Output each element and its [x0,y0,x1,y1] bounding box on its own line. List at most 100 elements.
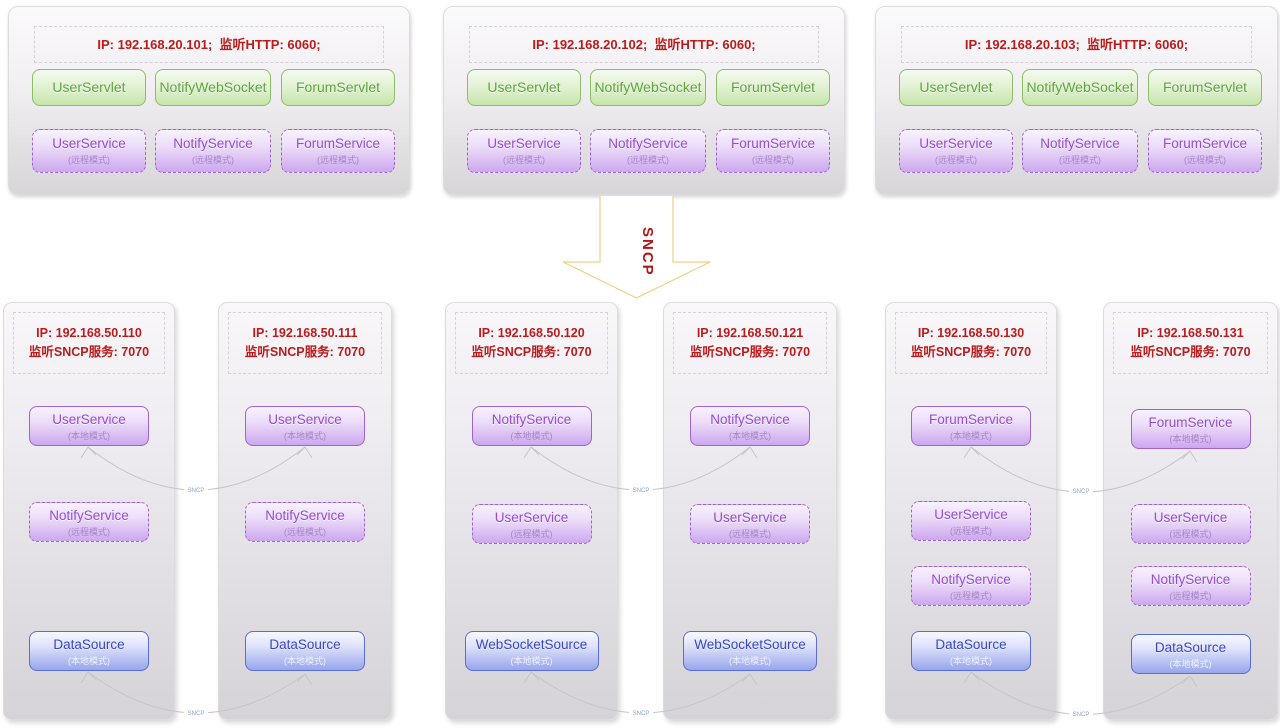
service-chip: ForumService (本地模式) [1130,409,1251,449]
service-chip: UserService (远程模式) [690,504,810,544]
service-name: ForumService [1148,415,1233,430]
service-mode: (远程模式) [950,526,992,536]
service-name: UserService [919,136,993,151]
sncp-node-box-131: IP: 192.168.50.131 监听SNCP服务: 7070 ForumS… [1103,302,1278,720]
ip-header: IP: 192.168.50.131 监听SNCP服务: 7070 [1113,312,1268,374]
service-chip: UserService (本地模式) [245,406,365,446]
service-mode: (远程模式) [729,529,771,539]
ip-header: IP: 192.168.50.121 监听SNCP服务: 7070 [673,312,827,374]
service-mode: (本地模式) [729,431,771,441]
service-mode: (远程模式) [68,155,110,165]
service-chip: NotifyService (远程模式) [29,502,149,542]
service-name: NotifyService [49,508,129,523]
servlet-chip: NotifyWebSocket [155,69,271,106]
connector-label: SNCP [633,711,650,717]
service-name: NotifyService [931,572,1011,587]
service-name: UserService [487,136,561,151]
servlet-chip: NotifyWebSocket [590,69,706,106]
service-mode: (本地模式) [284,431,326,441]
service-mode: (本地模式) [729,656,771,666]
service-mode: (远程模式) [1169,591,1212,601]
ip-line: IP: 192.168.50.131 [1137,326,1244,340]
service-mode: (远程模式) [503,155,545,165]
ip-header: IP: 192.168.20.103; 监听HTTP: 6060; [901,26,1252,63]
service-name: UserService [52,136,126,151]
http-server-box-101: IP: 192.168.20.101; 监听HTTP: 6060; UserSe… [8,6,410,195]
ip-header: IP: 192.168.50.120 监听SNCP服务: 7070 [455,312,608,374]
connector-label: SNCP [633,488,650,494]
service-mode: (远程模式) [1169,529,1212,539]
service-mode: (本地模式) [510,656,553,666]
service-chip: ForumService (远程模式) [281,129,395,173]
sncp-node-box-110: IP: 192.168.50.110 监听SNCP服务: 7070 UserSe… [3,302,175,720]
ip-header: IP: 192.168.50.110 监听SNCP服务: 7070 [13,312,165,374]
source-chip: DataSource (本地模式) [29,631,149,671]
http-server-box-102: IP: 192.168.20.102; 监听HTTP: 6060; UserSe… [443,6,845,195]
service-name: UserService [52,412,126,427]
service-mode: (远程模式) [627,155,669,165]
service-name: DataSource [269,637,341,652]
ip-header: IP: 192.168.50.130 监听SNCP服务: 7070 [895,312,1047,374]
sncp-node-box-120: IP: 192.168.50.120 监听SNCP服务: 7070 Notify… [445,302,618,720]
sncp-arrow-label: SNCP [639,227,656,277]
servlet-chip: UserServlet [899,69,1013,106]
service-name: WebSocketSource [694,637,806,652]
service-mode: (远程模式) [510,529,553,539]
service-name: NotifyService [710,412,790,427]
service-name: ForumService [1162,136,1248,151]
service-chip: NotifyService (远程模式) [155,129,271,173]
service-chip: NotifyService (远程模式) [911,566,1031,606]
ip-header: IP: 192.168.20.101; 监听HTTP: 6060; [34,26,384,63]
service-mode: (本地模式) [284,656,326,666]
service-name: NotifyService [491,412,572,427]
service-name: DataSource [935,637,1007,652]
port-line: 监听SNCP服务: 7070 [244,345,366,359]
service-name: UserService [268,412,342,427]
port-line: 监听SNCP服务: 7070 [910,345,1032,359]
service-name: DataSource [53,637,125,652]
source-chip: WebSocketSource (本地模式) [464,631,599,671]
service-chip: UserService (远程模式) [467,129,581,173]
service-chip: NotifyService (本地模式) [471,406,592,446]
source-chip: DataSource (本地模式) [911,631,1031,671]
service-name: UserService [1153,510,1228,525]
service-mode: (远程模式) [1184,155,1226,165]
ip-line: IP: 192.168.50.120 [478,326,585,340]
service-mode: (本地模式) [68,656,110,666]
service-name: WebSocketSource [475,637,588,652]
ip-header: IP: 192.168.50.111 监听SNCP服务: 7070 [228,312,382,374]
service-mode: (本地模式) [1169,659,1212,669]
sncp-node-box-130: IP: 192.168.50.130 监听SNCP服务: 7070 ForumS… [885,302,1057,720]
service-chip: UserService (远程模式) [1130,504,1251,544]
service-name: ForumService [295,136,381,151]
service-chip: UserService (远程模式) [471,504,592,544]
ip-line: IP: 192.168.50.110 [36,326,142,340]
service-chip: ForumService (远程模式) [1148,129,1262,173]
service-mode: (远程模式) [192,155,234,165]
service-chip: NotifyService (远程模式) [590,129,706,173]
servlet-chip: ForumServlet [281,69,395,106]
service-name: DataSource [1154,640,1227,655]
connector-label: SNCP [1073,489,1090,495]
port-line: 监听SNCP服务: 7070 [689,345,811,359]
service-chip: UserService (本地模式) [29,406,149,446]
service-chip: ForumService (远程模式) [716,129,830,173]
servlet-chip: ForumServlet [716,69,830,106]
servlet-chip: UserServlet [467,69,581,106]
sncp-node-box-121: IP: 192.168.50.121 监听SNCP服务: 7070 Notify… [663,302,837,720]
service-mode: (远程模式) [284,527,326,537]
service-name: UserService [934,507,1008,522]
service-chip: NotifyService (远程模式) [245,502,365,542]
service-name: NotifyService [608,136,688,151]
service-chip: NotifyService (远程模式) [1130,566,1251,606]
service-chip: NotifyService (本地模式) [690,406,810,446]
service-chip: ForumService (本地模式) [911,406,1031,446]
service-name: NotifyService [1150,572,1231,587]
sncp-arrow: SNCP [562,196,711,299]
service-name: UserService [713,510,787,525]
source-chip: WebSocketSource (本地模式) [683,631,817,671]
connector-label: SNCP [188,711,205,717]
service-mode: (本地模式) [1169,434,1212,444]
service-chip: UserService (远程模式) [32,129,146,173]
service-mode: (远程模式) [950,591,992,601]
